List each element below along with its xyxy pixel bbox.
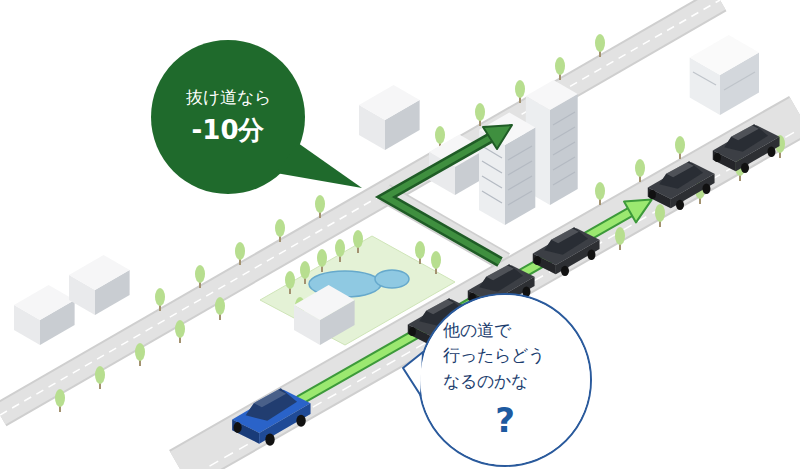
buildings [553, 142, 575, 155]
callout-value: -10分 [192, 114, 265, 148]
trees [675, 136, 685, 159]
park [415, 241, 425, 264]
trees [175, 320, 185, 343]
park [375, 270, 409, 288]
trees [555, 57, 565, 80]
buildings [526, 80, 578, 110]
buildings [14, 35, 759, 345]
cars [232, 388, 310, 445]
trees [595, 182, 605, 205]
trees [315, 195, 325, 218]
buildings [294, 285, 355, 320]
buildings [553, 157, 575, 170]
park [353, 230, 363, 253]
trees [475, 103, 485, 126]
buildings [14, 285, 75, 320]
buildings [553, 112, 575, 185]
shortcut-arrow [386, 138, 500, 262]
cars [713, 124, 780, 173]
buildings [550, 94, 578, 205]
trees [95, 366, 105, 389]
trees [235, 242, 245, 265]
bubble-outline [419, 294, 591, 466]
buildings [693, 72, 755, 90]
trees [515, 80, 525, 103]
buildings [69, 255, 130, 290]
trees [195, 265, 205, 288]
trees [135, 343, 145, 366]
buildings [553, 127, 575, 140]
buildings [690, 35, 759, 75]
buildings [724, 72, 755, 90]
buildings [508, 191, 532, 205]
speech-bubble: 抜け道なら -10分 [150, 39, 306, 195]
trees [215, 297, 225, 320]
shortcut-arrow [483, 125, 512, 149]
bubble-outline [276, 143, 362, 188]
thought-text: 他の道で 行ったらどう なるのかな [443, 318, 567, 395]
bubble-outline [403, 352, 423, 396]
callout-text: 抜け道なら [186, 86, 271, 108]
buildings [482, 146, 502, 158]
trees [655, 204, 665, 227]
buildings [359, 85, 420, 120]
buildings [482, 161, 502, 173]
bubble-outline [420, 295, 590, 465]
question-mark: ? [495, 398, 515, 442]
trees [595, 34, 605, 57]
main-route-arrow [624, 200, 652, 223]
cars [533, 227, 600, 276]
park [317, 249, 327, 272]
park [285, 271, 295, 294]
roads [180, 129, 800, 469]
buildings [482, 176, 502, 188]
cars [648, 161, 715, 210]
shortcut-arrow [386, 125, 512, 262]
thought-bubble: 他の道で 行ったらどう なるのかな? [417, 292, 593, 468]
park [335, 239, 345, 262]
buildings [508, 176, 532, 190]
shortcut-arrow [386, 138, 500, 262]
trees [635, 159, 645, 182]
buildings [482, 146, 532, 205]
buildings [693, 72, 716, 85]
trees [155, 288, 165, 311]
park [300, 261, 310, 284]
buildings [553, 172, 575, 185]
park [431, 251, 441, 274]
trees [55, 34, 785, 412]
buildings [508, 161, 532, 175]
buildings [482, 191, 502, 203]
trees [275, 219, 285, 242]
buildings [553, 112, 575, 125]
buildings [508, 146, 532, 160]
trees [55, 389, 65, 412]
trees [615, 227, 625, 250]
